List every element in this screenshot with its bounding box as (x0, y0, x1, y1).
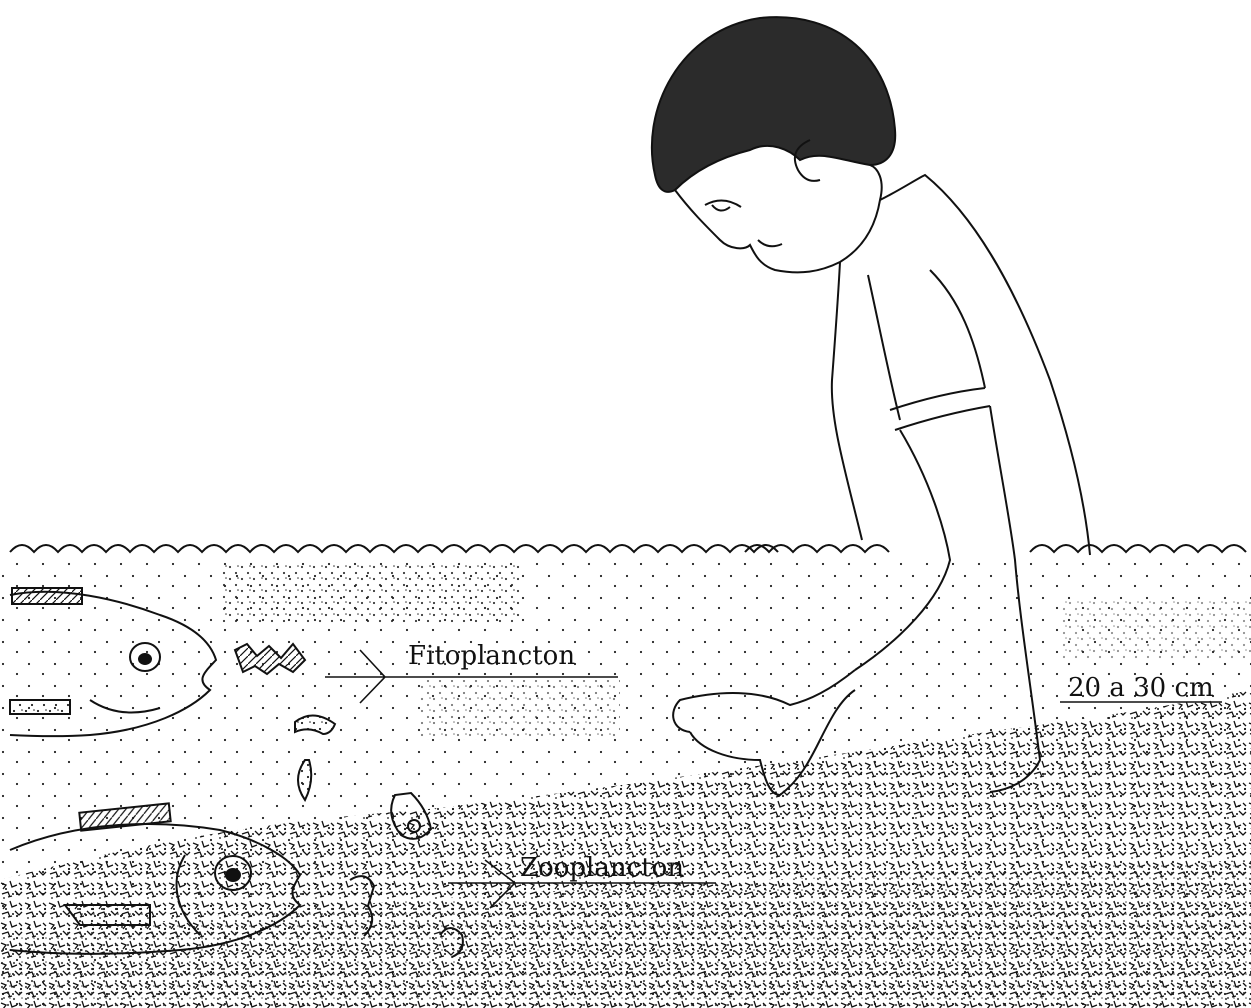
zooplankton-label: Zooplancton (520, 853, 684, 883)
water-surface-line (10, 545, 778, 552)
eye (705, 200, 741, 210)
hair (652, 17, 895, 192)
sleeve (868, 270, 990, 430)
depth-label: 20 a 30 cm (1068, 673, 1214, 703)
mouth (758, 240, 782, 246)
face (675, 165, 882, 272)
torso-outline (832, 175, 1090, 555)
phytoplankton-label: Fitoplancton (408, 641, 575, 671)
water-surface-right (745, 545, 1246, 552)
